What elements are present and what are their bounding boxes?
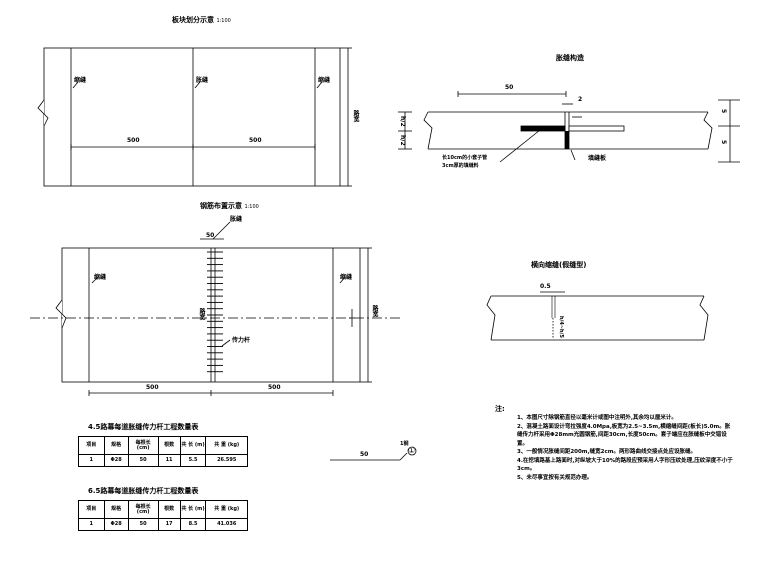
notes-block: 注: 1、本图尺寸除钢筋直径以毫米计或图中注明外,其余均以厘米计。 2、混凝土路…	[495, 405, 735, 482]
table1-header-cell: 共 重 (kg)	[205, 436, 248, 455]
transverse-joint-dim-top: 0.5	[540, 283, 551, 290]
table2: 项目 规格 每根长 (cm) 根数 共 长 (m) 共 重 (kg) 1 Φ28…	[78, 500, 248, 531]
leader-circle-number: ①	[408, 446, 416, 455]
transverse-joint-depth: h/4~h/5	[558, 316, 564, 338]
table1-title: 4.5路幕每道胀缝传力杆工程数量表	[88, 423, 199, 431]
table1-header-row: 项目 规格 每根长 (cm) 根数 共 长 (m) 共 重 (kg)	[78, 436, 248, 455]
joint-detail-dim-r2: 5	[720, 140, 727, 145]
table1-cell: 5.5	[179, 454, 207, 467]
rebar-layout-label-mid: 路宽	[198, 308, 205, 320]
rebar-layout-label-top: 胀缝	[230, 216, 243, 223]
joint-detail-dim-r1: 5	[720, 109, 727, 114]
table-row: 1 Φ28 50 11 5.5 26.595	[78, 454, 248, 467]
rebar-layout-label-right: 缩缝	[340, 274, 353, 281]
table2-header-cell: 共 重 (kg)	[205, 500, 248, 519]
table2-cell: 41.036	[205, 518, 248, 531]
note-item: 3、一般情况胀缝间距200m,缝宽2cm。两形路曲线交接点处应设胀缝。	[517, 449, 696, 455]
table1-header-cell: 根数	[157, 436, 181, 455]
slab-plan-label-left: 缩缝	[74, 77, 87, 84]
slab-plan-dim-right: 500	[249, 137, 262, 144]
table2-header-cell: 共 长 (m)	[179, 500, 207, 519]
joint-detail-right-label: 填缝板	[588, 155, 607, 162]
slab-plan-dim-left: 500	[127, 137, 140, 144]
rebar-layout-dim-right: 500	[268, 384, 281, 391]
table2-cell: Φ28	[103, 518, 129, 531]
slab-plan-width: 路宽	[352, 110, 359, 122]
table2-header-cell: 根数	[157, 500, 181, 519]
table1-header-cell: 项目	[78, 436, 105, 455]
table2-title: 6.5路幕每道胀缝传力杆工程数量表	[88, 487, 199, 495]
rebar-layout-drawing	[30, 221, 400, 396]
rebar-layout-title: 钢筋布置示意 1:100	[200, 202, 259, 210]
joint-detail-title: 胀缝构造	[556, 54, 584, 62]
joint-detail-h-top: h/2	[399, 116, 406, 127]
table1-cell: Φ28	[103, 454, 129, 467]
transverse-joint-drawing	[486, 291, 709, 341]
table1-cell: 50	[127, 454, 159, 467]
rebar-layout-width: 路宽	[371, 305, 378, 317]
transverse-joint-title: 横向缩缝(假缝型)	[531, 261, 587, 269]
table-row: 1 Φ28 50 17 8.5 41.036	[78, 518, 248, 531]
dowel-bars	[207, 251, 223, 373]
joint-detail-h-bot: h/2	[399, 135, 406, 146]
slab-plan-drawing	[37, 47, 352, 187]
rebar-layout-label-bar: 传力杆	[232, 337, 251, 344]
notes-label: 注:	[495, 405, 505, 413]
table2-header-cell: 规格	[103, 500, 129, 519]
note-item: 1、本图尺寸除钢筋直径以毫米计或图中注明外,其余均以厘米计。	[517, 415, 677, 421]
table1-cell: 1	[78, 454, 105, 467]
joint-detail-drawing	[398, 91, 740, 163]
table2-cell: 1	[78, 518, 105, 531]
leader-drawing	[330, 446, 417, 461]
table2-header-cell: 项目	[78, 500, 105, 519]
table1-cell: 26.595	[205, 454, 248, 467]
joint-detail-note1: 长10cm的小套子管	[442, 155, 488, 161]
leader-dim: 50	[360, 451, 369, 458]
table2-cell: 17	[157, 518, 181, 531]
table2-header-cell: 每根长 (cm)	[127, 500, 159, 519]
slab-plan-title: 板块划分示意 1:100	[172, 16, 231, 24]
note-item: 5、未尽事宜按有关规范办理。	[517, 474, 593, 481]
table1-header-cell: 每根长 (cm)	[127, 436, 159, 455]
joint-detail-dim-top: 50	[505, 84, 514, 91]
table2-cell: 8.5	[179, 518, 207, 531]
note-item: 4.在挖填路基上路面时,对纵坡大于10%的路段应预采用人字形压纹处理,压纹深度不…	[517, 457, 733, 473]
leader-label: 1钢	[400, 441, 409, 447]
table1-cell: 11	[157, 454, 181, 467]
table1-header-cell: 共 长 (m)	[179, 436, 207, 455]
table1-header-cell: 规格	[103, 436, 129, 455]
slab-plan-label-right: 缩缝	[318, 77, 331, 84]
rebar-layout-label-left: 缩缝	[94, 274, 107, 281]
note-item: 2、混凝土路面设计弯拉强度4.0Mpa,板宽为2.5~3.5m,横缩缝间距(板长…	[517, 423, 731, 447]
rebar-layout-dim-left: 500	[146, 384, 159, 391]
rebar-layout-dim-top: 50	[206, 232, 215, 239]
table1: 项目 规格 每根长 (cm) 根数 共 长 (m) 共 重 (kg) 1 Φ28…	[78, 436, 248, 467]
notes-list: 1、本图尺寸除钢筋直径以毫米计或图中注明外,其余均以厘米计。 2、混凝土路面设计…	[495, 414, 735, 482]
joint-detail-note2: 3cm厚的填缝料	[442, 163, 479, 169]
slab-plan-label-mid: 胀缝	[196, 77, 209, 84]
table2-header-row: 项目 规格 每根长 (cm) 根数 共 长 (m) 共 重 (kg)	[78, 500, 248, 519]
joint-detail-dim-gap: 2	[578, 96, 583, 103]
table2-cell: 50	[127, 518, 159, 531]
